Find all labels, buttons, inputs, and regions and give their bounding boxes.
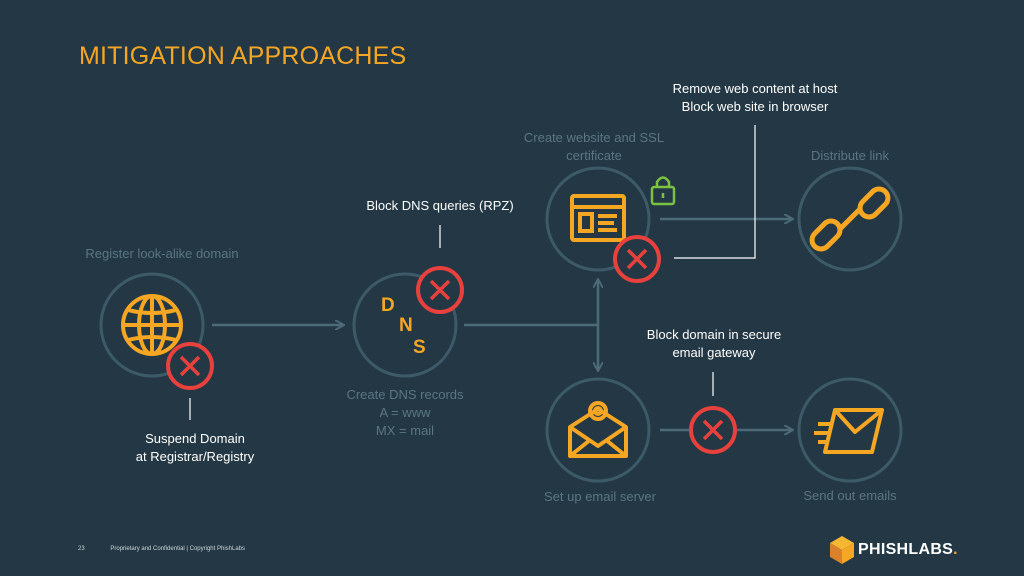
webpage-icon [570,194,626,242]
step-email-server-label: Set up email server [544,489,656,504]
node-website-circle [545,166,651,272]
step-website-line: certificate [566,148,622,163]
logo-suffix: . [953,541,958,558]
block-x-icon [613,235,661,283]
copyright-text: Proprietary and Confidential | Copyright… [110,546,245,552]
mitigation-suspend-line: Suspend Domain [145,431,245,446]
send-mail-icon [814,408,884,454]
flow-connectors [212,219,792,430]
logo-mark-icon [830,536,854,564]
page-title: MITIGATION APPROACHES [79,42,407,70]
lock-icon [650,176,676,206]
page-number: 23 [78,546,85,552]
globe-icon [121,294,183,356]
node-dns-circle [352,272,458,378]
block-x-icon [166,342,214,390]
mitigation-block-email-line: email gateway [672,345,756,360]
step-register-label: Register look-alike domain [85,246,239,261]
node-register-circle [99,272,205,378]
mitigation-remove-web-label: Remove web content at host Block web sit… [640,80,870,116]
mitigation-suspend-line: at Registrar/Registry [135,449,255,464]
footer: 23 Proprietary and Confidential | Copyri… [78,546,245,552]
logo-text: PHISHLABS. [858,541,958,559]
step-website-label: Create website and SSL certificate [504,129,684,165]
callout-lines [189,125,756,420]
mitigation-block-email-line: Block domain in secure [646,327,782,342]
node-email-server-circle [545,377,651,483]
step-website-line: Create website and SSL [523,130,665,145]
phishlabs-logo: PHISHLABS. [830,536,958,564]
step-dns-line: A = www [379,405,431,420]
node-distribute-circle [797,166,903,272]
email-at-icon [568,401,628,458]
mitigation-block-email-label: Block domain in secure email gateway [624,326,804,362]
dns-letter-n: N [399,315,413,336]
step-dns-line: Create DNS records [346,387,464,402]
dns-letter-s: S [413,337,426,358]
step-dns-label: Create DNS records A = www MX = mail [320,386,490,440]
mitigation-remove-web-line: Remove web content at host [672,81,838,96]
mitigation-block-dns-label: Block DNS queries (RPZ) [366,198,514,213]
logo-wordmark: PHISHLABS [858,541,954,558]
callout-remove-web [674,125,756,259]
dns-letter-d: D [381,295,395,316]
step-send-label: Send out emails [803,488,897,503]
dns-icon: D N S [381,295,426,358]
step-dns-line: MX = mail [375,423,435,438]
node-send-circle [797,377,903,483]
link-icon [809,186,891,252]
step-distribute-label: Distribute link [810,148,890,163]
mitigation-remove-web-line: Block web site in browser [681,99,829,114]
block-x-icon [416,266,464,314]
mitigation-suspend-label: Suspend Domain at Registrar/Registry [100,430,290,466]
block-x-icon [689,406,737,454]
